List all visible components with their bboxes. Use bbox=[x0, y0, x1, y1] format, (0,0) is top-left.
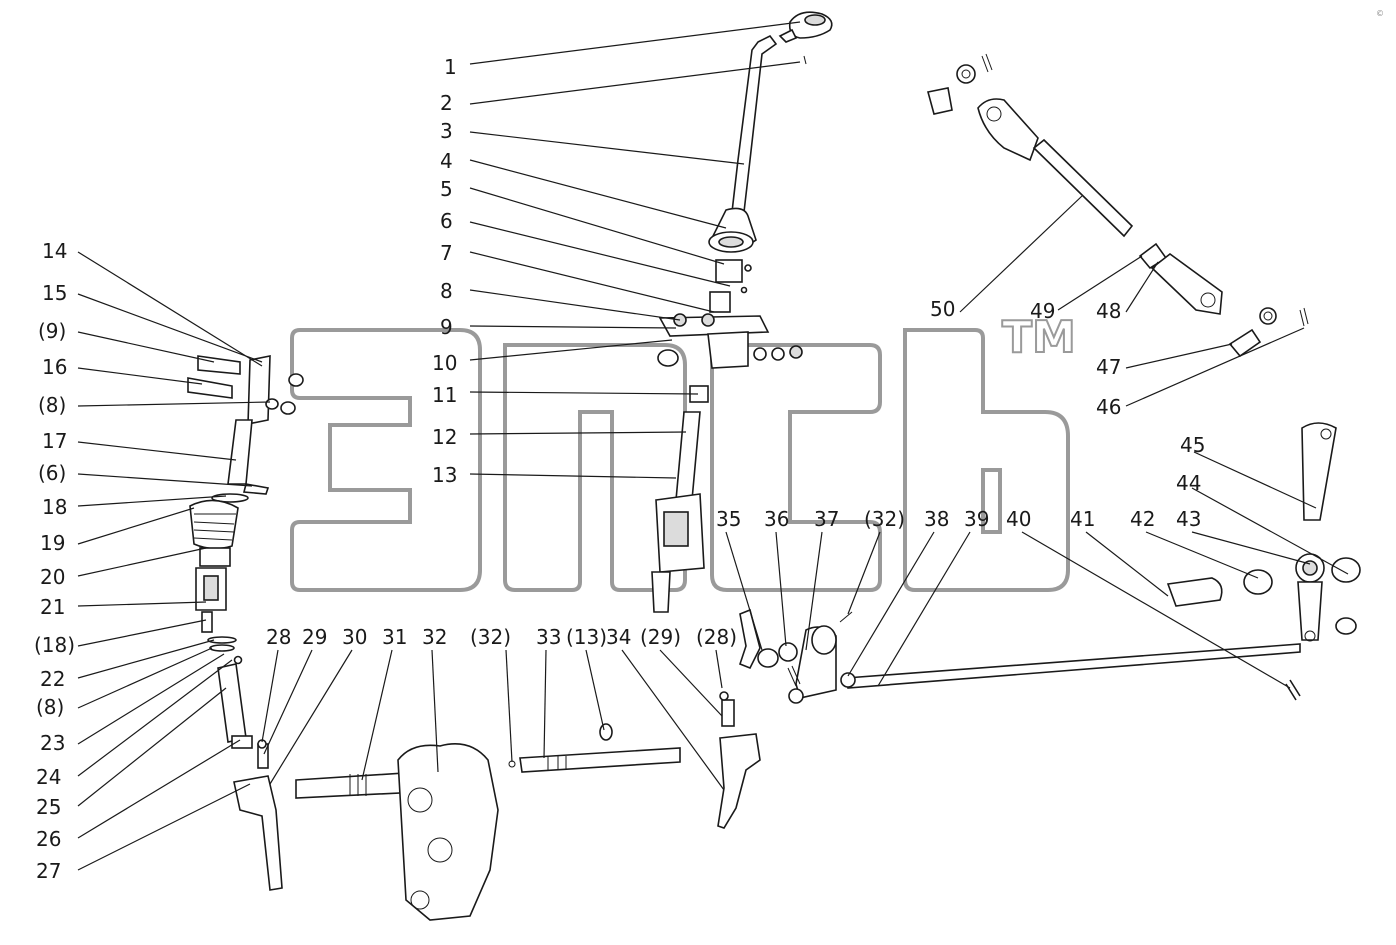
part-upper-right-rod bbox=[927, 53, 1309, 358]
callout-label: 40 bbox=[1006, 507, 1031, 531]
callout-label: 46 bbox=[1096, 395, 1121, 419]
callout-label: 3 bbox=[440, 119, 453, 143]
watermark-tm: TM bbox=[1002, 312, 1076, 363]
callout-label: 35 bbox=[716, 507, 741, 531]
callout-label: 26 bbox=[36, 827, 61, 851]
callout-label: (13) bbox=[566, 625, 607, 649]
callout-label: 9 bbox=[440, 315, 453, 339]
callout-label: 22 bbox=[40, 667, 65, 691]
watermark-logo: TM bbox=[290, 311, 1077, 592]
callout-label: (8) bbox=[38, 393, 66, 417]
callout-label: 19 bbox=[40, 531, 65, 555]
callout-label: 38 bbox=[924, 507, 949, 531]
part-center-housing-and-shafts bbox=[295, 691, 761, 921]
callout-label: (18) bbox=[34, 633, 75, 657]
part-right-bracket-and-linkage bbox=[739, 422, 1361, 704]
callout-label: 21 bbox=[40, 595, 65, 619]
callout-label: 25 bbox=[36, 795, 61, 819]
callout-label: 29 bbox=[302, 625, 327, 649]
callout-label: 13 bbox=[432, 463, 457, 487]
callout-label: 30 bbox=[342, 625, 367, 649]
callout-label: 12 bbox=[432, 425, 457, 449]
callout-label: 49 bbox=[1030, 299, 1055, 323]
callout-label: 50 bbox=[930, 297, 955, 321]
callout-label: 47 bbox=[1096, 355, 1121, 379]
callout-label: (28) bbox=[696, 625, 737, 649]
callout-label: 44 bbox=[1176, 471, 1201, 495]
part-left-column-assembly bbox=[187, 355, 304, 891]
corner-mark: © bbox=[1376, 9, 1384, 18]
callout-label: 31 bbox=[382, 625, 407, 649]
callout-label: 17 bbox=[42, 429, 67, 453]
callout-label: 23 bbox=[40, 731, 65, 755]
callout-label: 37 bbox=[814, 507, 839, 531]
callout-label: 45 bbox=[1180, 433, 1205, 457]
callout-label: 41 bbox=[1070, 507, 1095, 531]
callout-label: (32) bbox=[470, 625, 511, 649]
callout-label: 10 bbox=[432, 351, 457, 375]
callout-label: (6) bbox=[38, 461, 66, 485]
callout-label: 7 bbox=[440, 241, 453, 265]
callout-label: 32 bbox=[422, 625, 447, 649]
callout-labels: 1 2 3 4 5 6 7 8 9 10 11 12 13 14 15 (9) … bbox=[34, 55, 1205, 883]
callout-label: 6 bbox=[440, 209, 453, 233]
callout-label: 18 bbox=[42, 495, 67, 519]
callout-label: 1 bbox=[444, 55, 457, 79]
callout-label: 34 bbox=[606, 625, 631, 649]
callout-label: 42 bbox=[1130, 507, 1155, 531]
callout-label: 48 bbox=[1096, 299, 1121, 323]
callout-label: (9) bbox=[38, 319, 66, 343]
callout-label: 15 bbox=[42, 281, 67, 305]
callout-label: 39 bbox=[964, 507, 989, 531]
callout-label: 20 bbox=[40, 565, 65, 589]
callout-label: 43 bbox=[1176, 507, 1201, 531]
callout-label: 2 bbox=[440, 91, 453, 115]
callout-label: 36 bbox=[764, 507, 789, 531]
callout-label: 11 bbox=[432, 383, 457, 407]
callout-label: 33 bbox=[536, 625, 561, 649]
callout-label: 28 bbox=[266, 625, 291, 649]
leader-lines bbox=[77, 21, 1349, 871]
callout-label: (8) bbox=[36, 695, 64, 719]
callout-label: (32) bbox=[864, 507, 905, 531]
callout-label: 16 bbox=[42, 355, 67, 379]
callout-label: 14 bbox=[42, 239, 67, 263]
callout-label: (29) bbox=[640, 625, 681, 649]
callout-label: 5 bbox=[440, 177, 453, 201]
callout-label: 27 bbox=[36, 859, 61, 883]
callout-label: 8 bbox=[440, 279, 453, 303]
callout-label: 24 bbox=[36, 765, 61, 789]
part-shift-lever-assembly bbox=[651, 11, 833, 613]
callout-label: 4 bbox=[440, 149, 453, 173]
